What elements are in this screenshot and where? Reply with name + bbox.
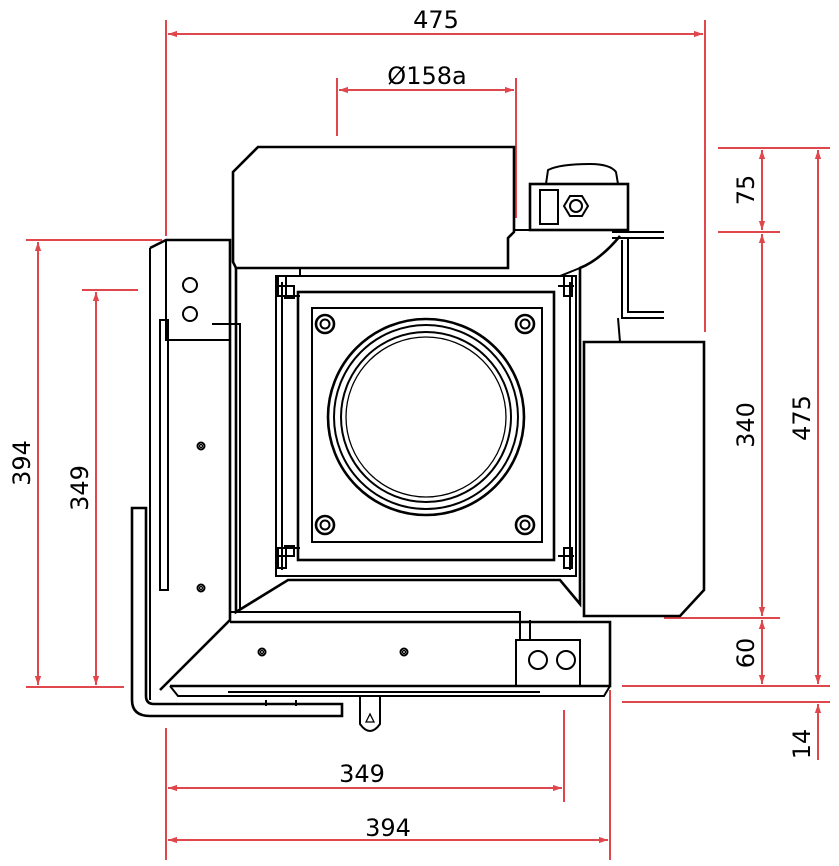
dim-right-total: 475: [788, 395, 816, 441]
dim-top-width: 475: [413, 6, 459, 34]
dim-right-lower: 60: [732, 638, 760, 669]
dim-right-top: 75: [732, 175, 760, 206]
camera-body: [130, 145, 706, 732]
dim-diameter: Ø158a: [387, 62, 466, 90]
dim-left-inner: 349: [66, 465, 94, 511]
dim-right-bottom: 14: [788, 729, 816, 760]
dim-bottom-outer: 394: [365, 814, 411, 842]
dimension-lines: [26, 20, 830, 860]
dim-bottom-inner: 349: [339, 760, 385, 788]
dim-left-outer: 394: [8, 440, 36, 486]
dim-right-middle: 340: [732, 402, 760, 448]
dimension-labels: 475 Ø158a 349 394 394 349 75 340 475 60 …: [8, 6, 816, 842]
